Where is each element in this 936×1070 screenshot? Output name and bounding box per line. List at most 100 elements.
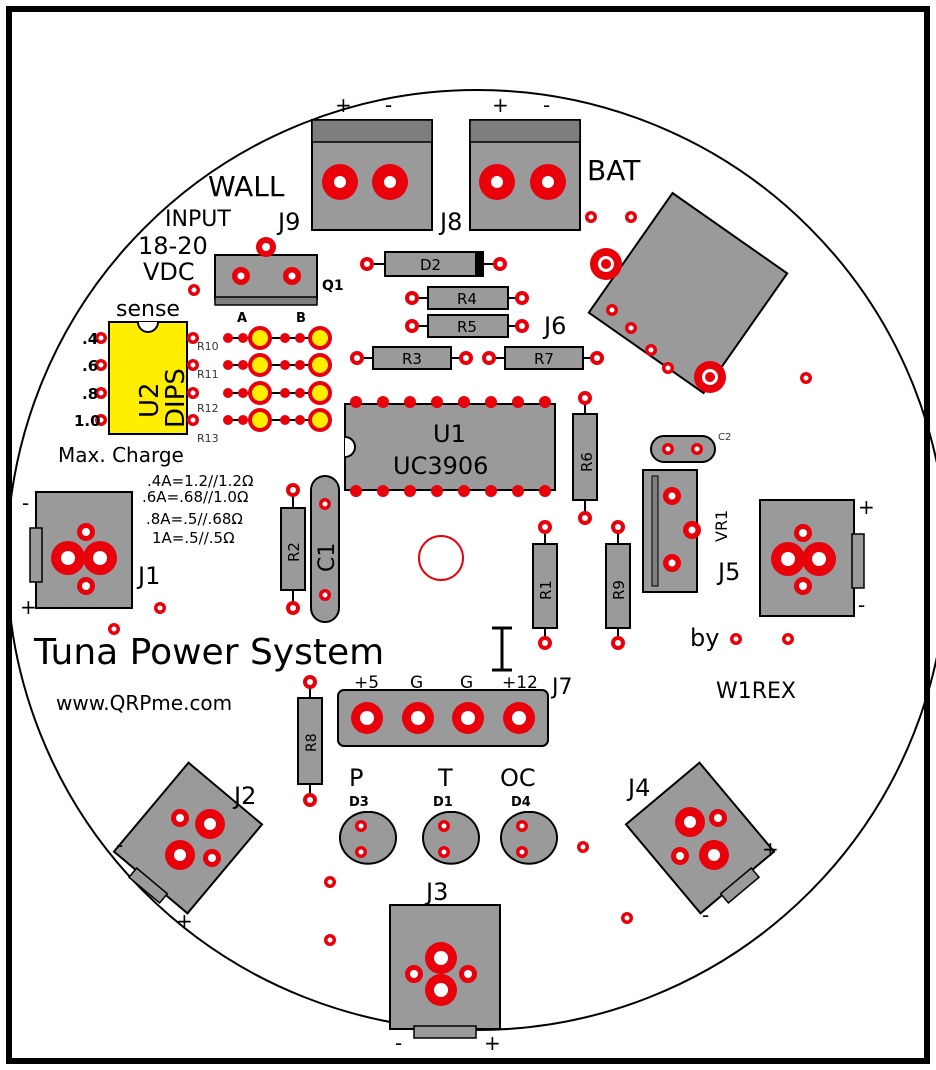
u1-ic: U1 UC3906 (344, 396, 556, 497)
bat-plus-label: + (492, 93, 509, 117)
r2-label: R2 (285, 542, 303, 562)
j4-minus-label: - (702, 903, 709, 927)
wall-label: WALL (208, 170, 285, 203)
j5-jack: J5 + - (716, 495, 875, 617)
w1rex-label: W1REX (716, 679, 796, 704)
mounting-hole (418, 535, 464, 581)
plus12-label: +12 (502, 673, 538, 693)
j4-label: J4 (626, 774, 650, 802)
charge-option-2: .6A=.68//1.0Ω (142, 488, 248, 506)
j2-jack: J2 - + (112, 761, 264, 933)
ground-2-label: G (460, 673, 473, 693)
plus5-label: +5 (354, 673, 379, 693)
r13-label: R13 (197, 432, 219, 445)
r2-resistor: R2 (280, 483, 306, 615)
r1-label: R1 (537, 580, 555, 600)
charge-option-3: .8A=.5//.68Ω (146, 510, 243, 528)
d3-led (339, 811, 397, 865)
col-a-label: A (237, 311, 247, 326)
trickle-led-label: T (437, 764, 453, 792)
dip-6-label: .6 (82, 357, 98, 375)
by-label: by (690, 624, 719, 652)
uc3906-label: UC3906 (393, 452, 488, 480)
c2-capacitor: C2 (650, 432, 731, 463)
r7-label: R7 (534, 350, 554, 368)
j5-label: J5 (716, 558, 740, 586)
dip-10-label: 1.0 (74, 412, 101, 430)
r8-label: R8 (304, 733, 320, 752)
j5-minus-label: - (858, 593, 865, 617)
r10-label: R10 (197, 340, 219, 353)
vr1-label: VR1 (712, 510, 731, 542)
j7-label: J7 (550, 675, 573, 700)
voltage-label: 18-20 (138, 232, 208, 260)
j3-plus-label: + (484, 1031, 501, 1055)
u2-label: U2 (135, 382, 165, 418)
r6-resistor: R6 (572, 391, 598, 525)
j7-header: +5 G G +12 J7 (337, 673, 573, 747)
col-b-label: B (296, 311, 306, 326)
dips-label: DIPS (161, 368, 191, 428)
u1-label: U1 (433, 420, 466, 448)
r3-resistor: R3 (350, 346, 473, 370)
j1-minus-label: - (22, 491, 29, 515)
j3-jack: J3 - + (389, 878, 501, 1055)
d4-led (500, 811, 558, 865)
c1-label: C1 (315, 543, 340, 572)
wall-minus-label: - (385, 93, 392, 117)
j4-jack: J4 + - (624, 761, 779, 927)
max-charge-label: Max. Charge (58, 443, 184, 467)
j6-label: J6 (542, 312, 566, 340)
website-label: www.QRPme.com (56, 691, 232, 715)
r5-resistor: R5 (405, 314, 529, 338)
board-title: Tuna Power System (33, 632, 384, 673)
r5-label: R5 (457, 318, 477, 336)
r7-resistor: R7 (482, 346, 604, 370)
d4-label: D4 (511, 795, 531, 810)
d1-label: D1 (433, 795, 453, 810)
jumper-bracket (492, 626, 512, 672)
r9-resistor: R9 (605, 520, 631, 650)
sense-resistor-grid: A B R10 R11 R12 R13 (197, 311, 332, 445)
j8-label: J8 (438, 208, 462, 236)
c2-label: C2 (718, 432, 731, 443)
j1-jack: J1 - + (20, 491, 160, 619)
j1-label: J1 (136, 562, 160, 590)
d1-led (422, 811, 480, 865)
dip-4-label: .4 (82, 330, 98, 348)
input-label: INPUT (165, 207, 231, 232)
vr1-potentiometer: VR1 (642, 469, 731, 593)
r11-label: R11 (197, 368, 219, 381)
r3-label: R3 (402, 350, 422, 368)
j3-minus-label: - (395, 1031, 402, 1055)
sense-label: sense (116, 297, 180, 322)
r12-label: R12 (197, 402, 219, 415)
j2-plus-label: + (176, 909, 193, 933)
q1-transistor: Q1 (214, 237, 344, 306)
bat-terminal: + - (469, 93, 581, 231)
d2-label: D2 (420, 256, 441, 274)
vdc-label: VDC (143, 258, 195, 286)
power-led-label: P (349, 764, 363, 792)
bat-minus-label: - (543, 93, 550, 117)
j9-label: J9 (276, 208, 300, 236)
ground-1-label: G (410, 673, 423, 693)
dip-8-label: .8 (82, 385, 98, 403)
charge-option-1: .4A=1.2//1.2Ω (147, 472, 253, 490)
overcharge-led-label: OC (500, 764, 536, 792)
r1-resistor: R1 (532, 520, 558, 650)
j5-plus-label: + (858, 495, 875, 519)
d2-diode: D2 (360, 251, 507, 277)
wall-plus-label: + (335, 93, 352, 117)
u2-dip-switch: U2 DIPS (95, 321, 199, 435)
j1-plus-label: + (20, 595, 37, 619)
j2-minus-label: - (116, 833, 123, 857)
d3-label: D3 (349, 795, 369, 810)
j2-label: J2 (232, 782, 256, 810)
r4-resistor: R4 (405, 286, 529, 310)
r9-label: R9 (610, 580, 628, 600)
wall-terminal: + - (311, 93, 433, 231)
r6-label: R6 (578, 452, 596, 472)
charge-option-4: 1A=.5//.5Ω (152, 529, 235, 547)
